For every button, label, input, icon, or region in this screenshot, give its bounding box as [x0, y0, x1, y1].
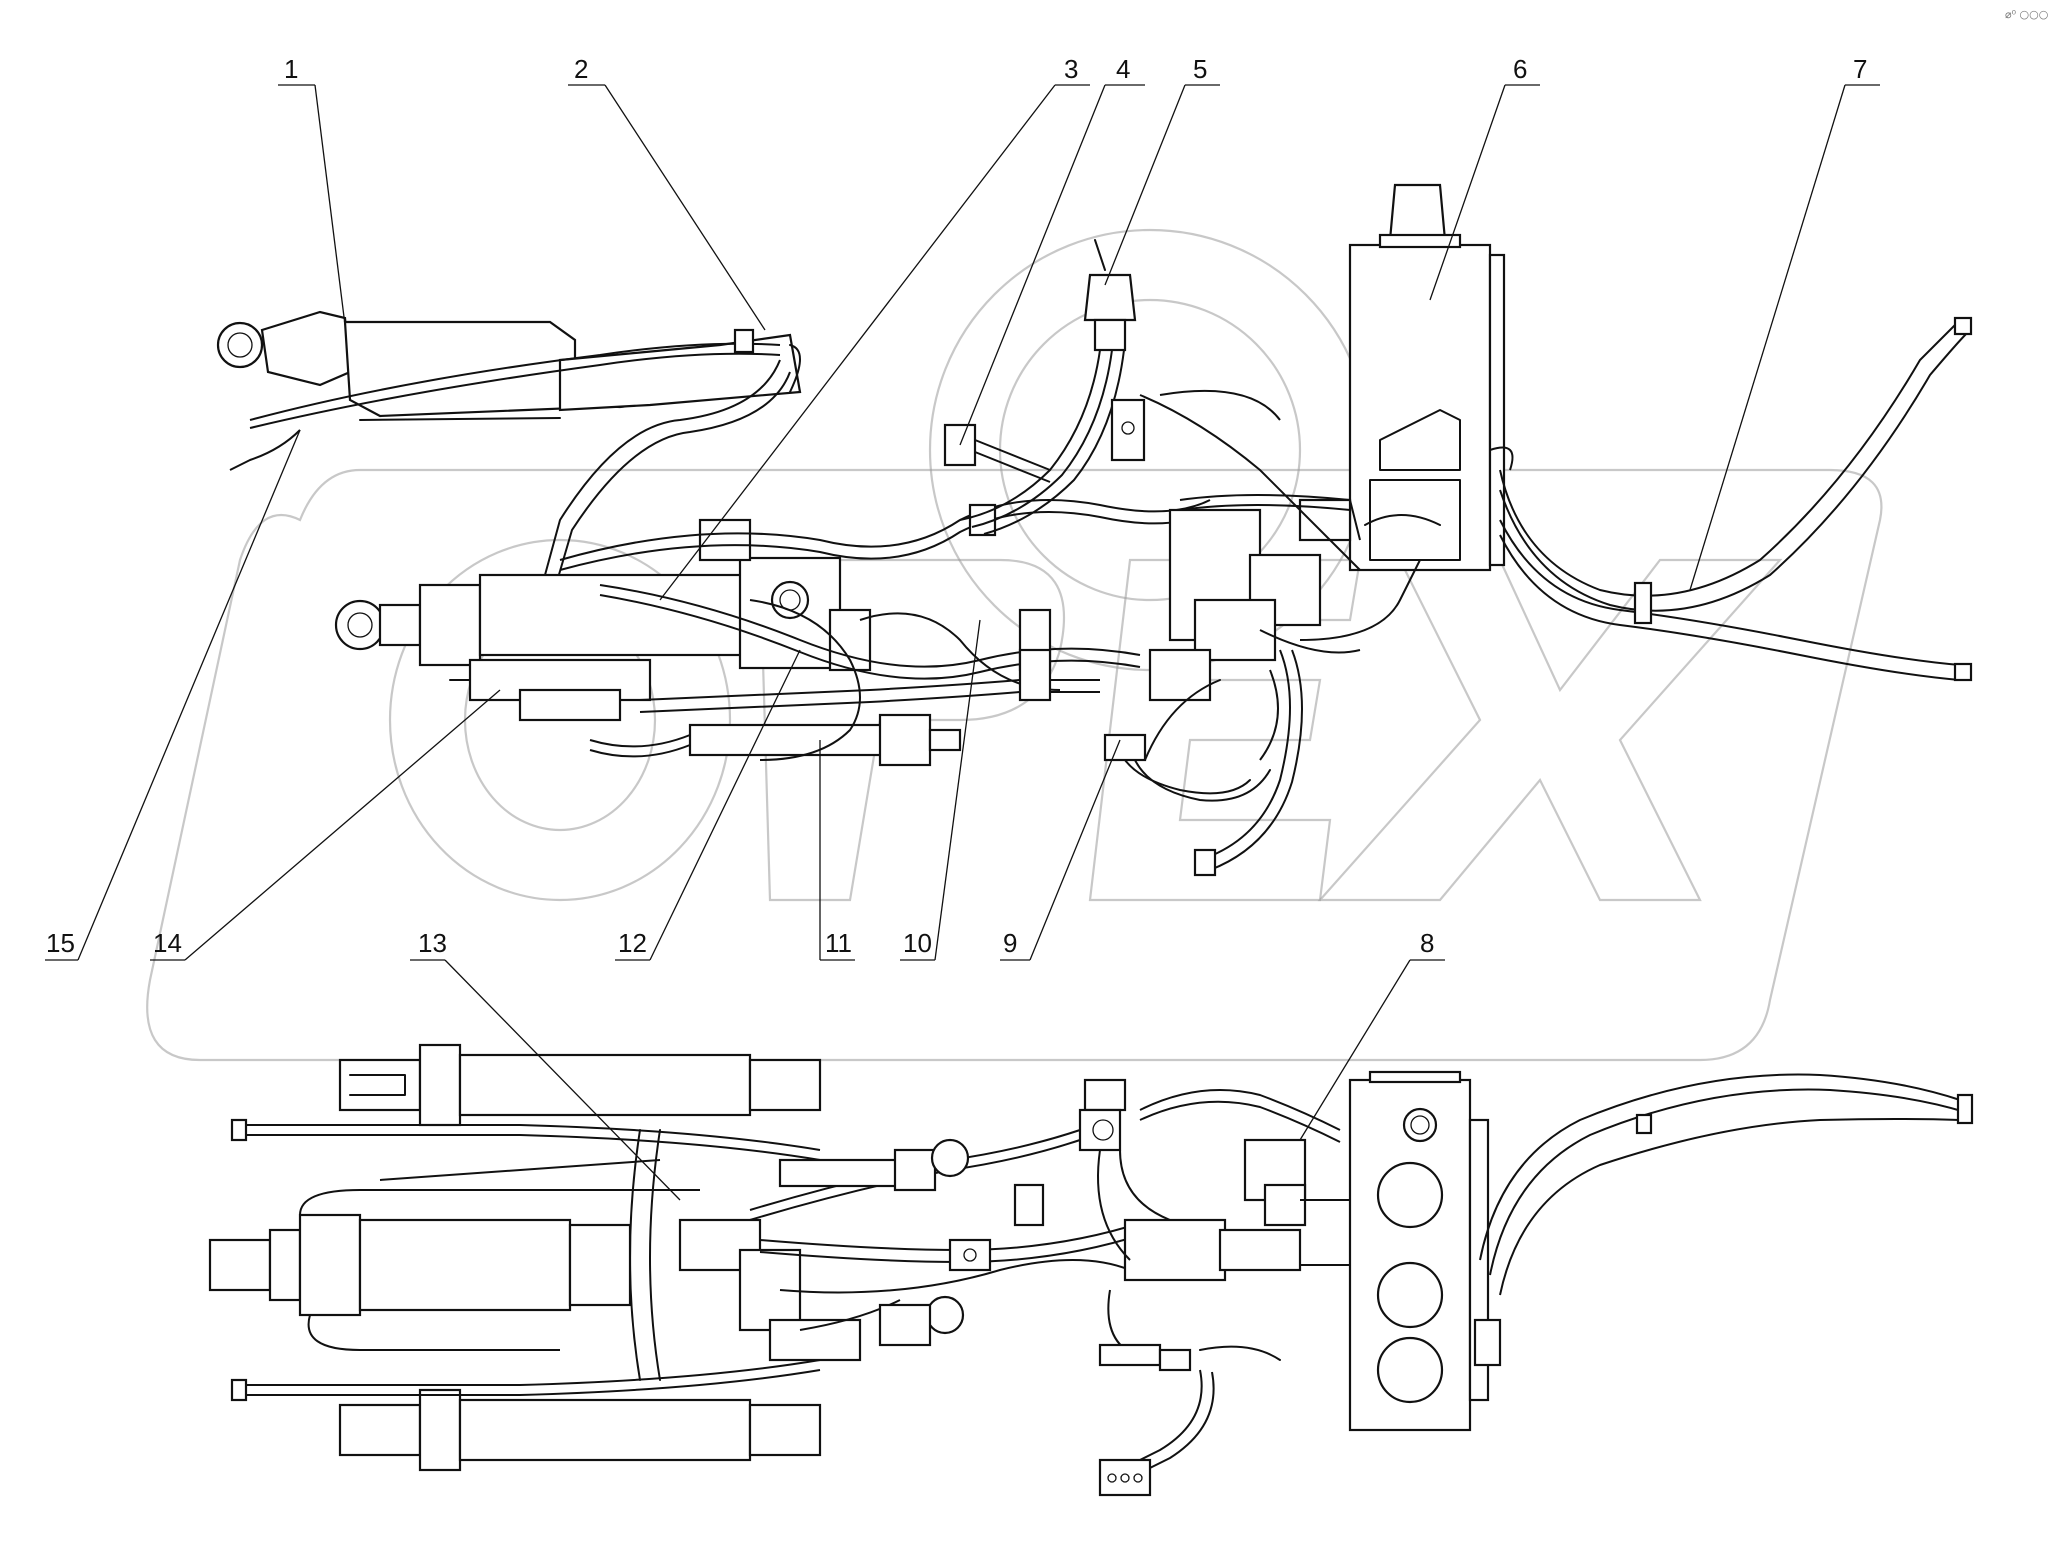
- callout-2: 2: [574, 54, 588, 84]
- callout-6: 6: [1513, 54, 1527, 84]
- callout-3: 3: [1064, 54, 1078, 84]
- arm-assembly-1: [216, 310, 802, 471]
- callout-7: 7: [1853, 54, 1867, 84]
- main-cylinder: [334, 518, 872, 672]
- connector-9: [1103, 679, 1271, 802]
- watermark: [146, 228, 1883, 1062]
- valve-block-14: [449, 658, 652, 722]
- lower-view: [208, 1043, 1974, 1497]
- corner-mark: ⌀⁰ ○○○: [2005, 8, 2048, 21]
- callout-1: 1: [284, 54, 298, 84]
- pump-cluster: [1139, 389, 1421, 877]
- hoses-7: [1489, 316, 1973, 682]
- lower-cylinder-top: [338, 1043, 822, 1127]
- callout-5: 5: [1193, 54, 1207, 84]
- callout-9: 9: [1003, 928, 1017, 958]
- lower-cylinder-bottom: [338, 1388, 822, 1472]
- leader-lines: [45, 84, 1880, 1201]
- cylinder-11: [589, 713, 962, 767]
- tank-6: [1348, 183, 1506, 572]
- joystick-5: [959, 239, 1146, 535]
- callout-10: 10: [903, 928, 932, 958]
- hose-bundle-10: [559, 499, 1211, 761]
- lower-main-cylinder: [208, 1159, 700, 1351]
- upper-view: [216, 183, 1973, 877]
- tank-top-8: [1348, 1070, 1490, 1432]
- lower-valve-cluster: [629, 1129, 1151, 1381]
- callout-13: 13: [418, 928, 447, 958]
- callout-8: 8: [1420, 928, 1434, 958]
- callout-11: 11: [825, 928, 852, 958]
- callout-4: 4: [1116, 54, 1130, 84]
- lower-right-assembly: [1078, 1078, 1350, 1497]
- callout-labels: 1 2 3 4 5 6 7 8 9 10 11 12 13 14 15: [46, 54, 1867, 958]
- callout-14: 14: [153, 928, 182, 958]
- callout-15: 15: [46, 928, 75, 958]
- callout-12: 12: [618, 928, 647, 958]
